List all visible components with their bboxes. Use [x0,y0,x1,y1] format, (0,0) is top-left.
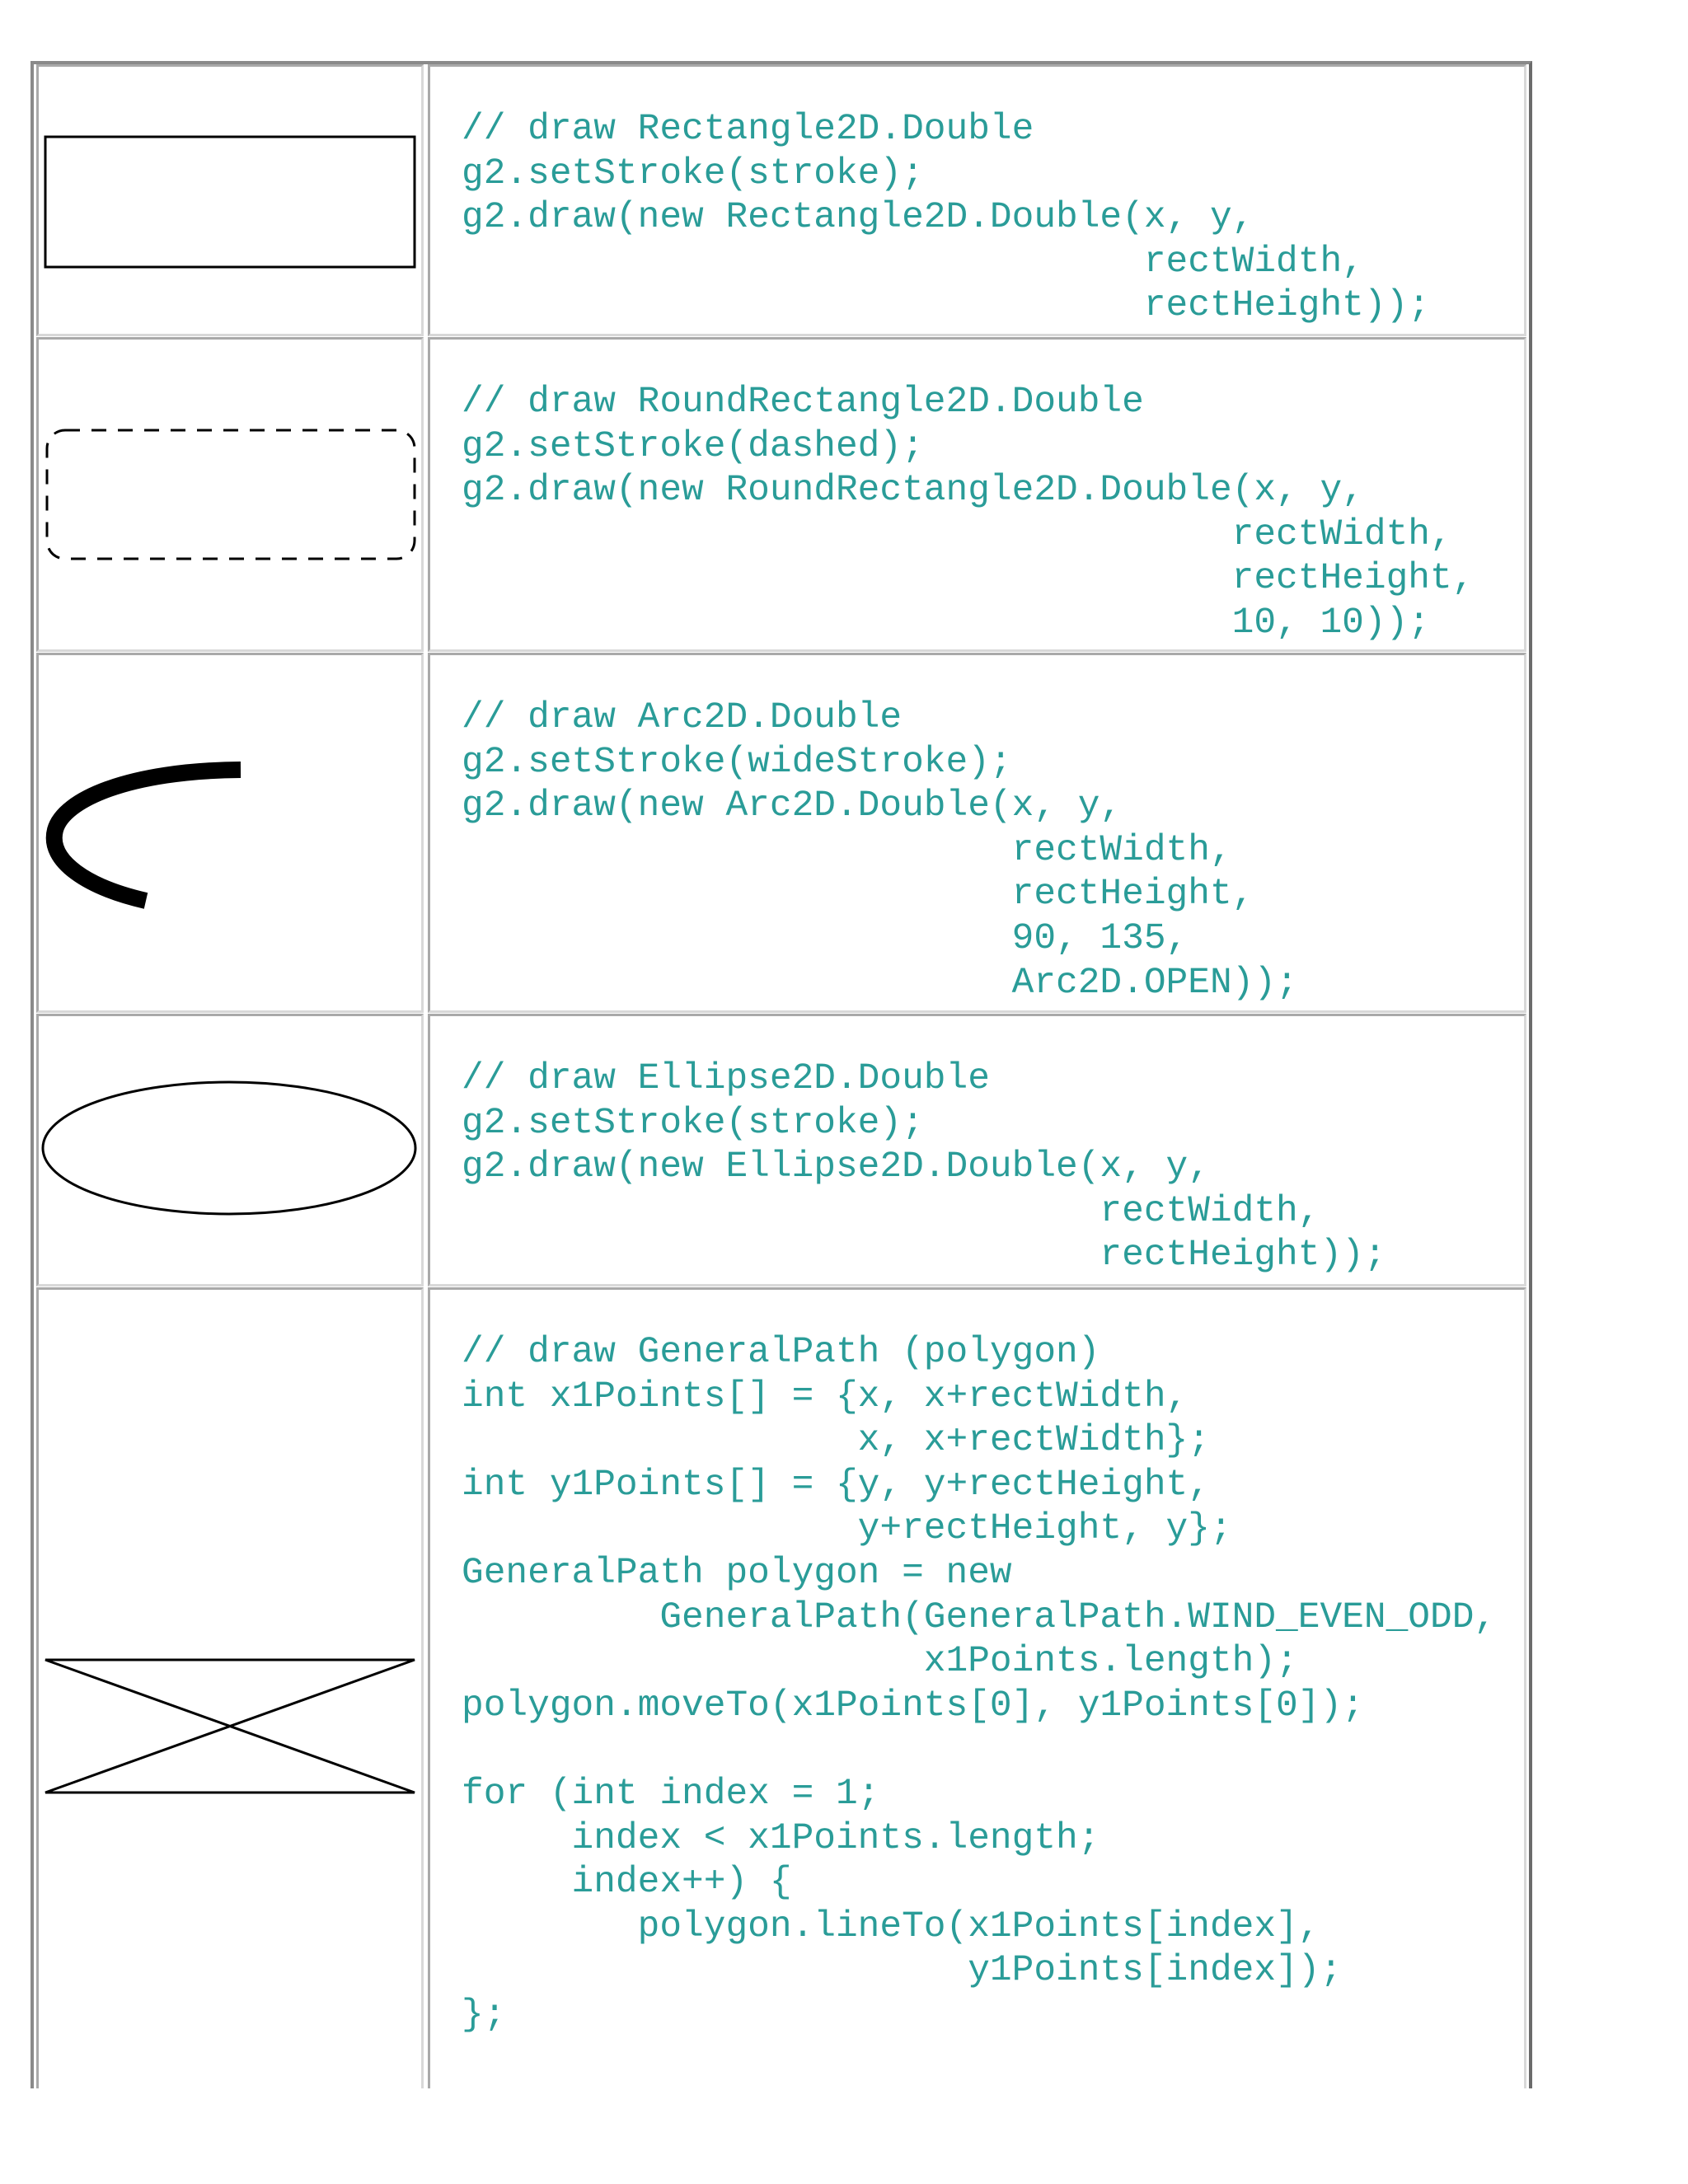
table-row: // draw Arc2D.Double g2.setStroke(wideSt… [34,653,1529,1013]
code-cell: // draw GeneralPath (polygon) int x1Poin… [428,1287,1526,2088]
shapes-code-table: // draw Rectangle2D.Double g2.setStroke(… [30,61,1532,2088]
figure-cell [36,1287,424,2088]
figure-cell [36,64,424,336]
figure-cell [36,653,424,1013]
code-cell: // draw Ellipse2D.Double g2.setStroke(st… [428,1014,1526,1286]
rectangle-figure [44,135,416,269]
dashed-round-rectangle-figure [45,429,416,560]
table-row: // draw RoundRectangle2D.Double g2.setSt… [34,337,1529,652]
figure-cell [36,337,424,652]
polygon-hourglass-figure [45,1658,415,1794]
code-cell: // draw RoundRectangle2D.Double g2.setSt… [428,337,1526,652]
code-cell: // draw Arc2D.Double g2.setStroke(wideSt… [428,653,1526,1013]
code-block: // draw Ellipse2D.Double g2.setStroke(st… [462,1058,1386,1277]
code-block: // draw RoundRectangle2D.Double g2.setSt… [462,382,1475,644]
code-cell: // draw Rectangle2D.Double g2.setStroke(… [428,64,1526,336]
code-block: // draw Arc2D.Double g2.setStroke(wideSt… [462,697,1298,1004]
table-row: // draw GeneralPath (polygon) int x1Poin… [34,1287,1529,2088]
code-block: // draw GeneralPath (polygon) int x1Poin… [462,1332,1497,2036]
code-block: // draw Rectangle2D.Double g2.setStroke(… [462,109,1430,327]
arc-figure [45,762,241,909]
figure-cell [36,1014,424,1286]
table-row: // draw Rectangle2D.Double g2.setStroke(… [34,64,1529,336]
table-row: // draw Ellipse2D.Double g2.setStroke(st… [34,1014,1529,1286]
ellipse-figure [41,1080,417,1216]
